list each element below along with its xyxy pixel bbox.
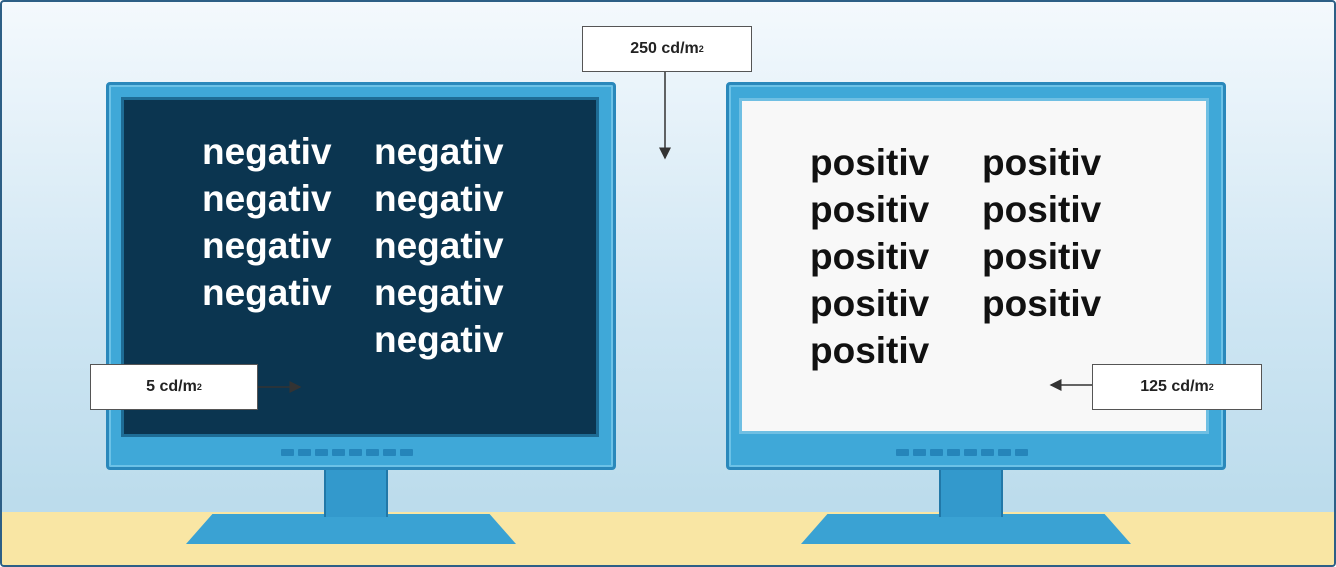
word: positiv <box>982 236 1102 277</box>
word: negativ <box>374 131 504 172</box>
word: negativ <box>202 272 332 313</box>
monitor-base <box>186 514 516 544</box>
word: positiv <box>810 236 930 277</box>
word: negativ <box>202 225 332 266</box>
word: negativ <box>374 178 504 219</box>
word: positiv <box>982 283 1102 324</box>
word: positiv <box>810 283 930 324</box>
monitor-stand <box>324 467 388 517</box>
word: positiv <box>810 330 930 371</box>
word: negativ <box>202 131 332 172</box>
word: negativ <box>374 225 504 266</box>
monitor-base <box>801 514 1131 544</box>
monitor-stand <box>939 467 1003 517</box>
positive-text-grid: positiv positiv positiv positiv positiv … <box>742 101 1206 431</box>
monitor-buttons <box>896 449 1028 456</box>
word: positiv <box>810 142 930 183</box>
word: positiv <box>810 189 930 230</box>
word: positiv <box>982 142 1102 183</box>
monitor-buttons <box>281 449 413 456</box>
word: positiv <box>982 189 1102 230</box>
word: negativ <box>374 319 504 360</box>
word: negativ <box>374 272 504 313</box>
word: negativ <box>202 178 332 219</box>
negative-text-grid: negativ negativ negativ negativ negativ … <box>124 100 596 434</box>
